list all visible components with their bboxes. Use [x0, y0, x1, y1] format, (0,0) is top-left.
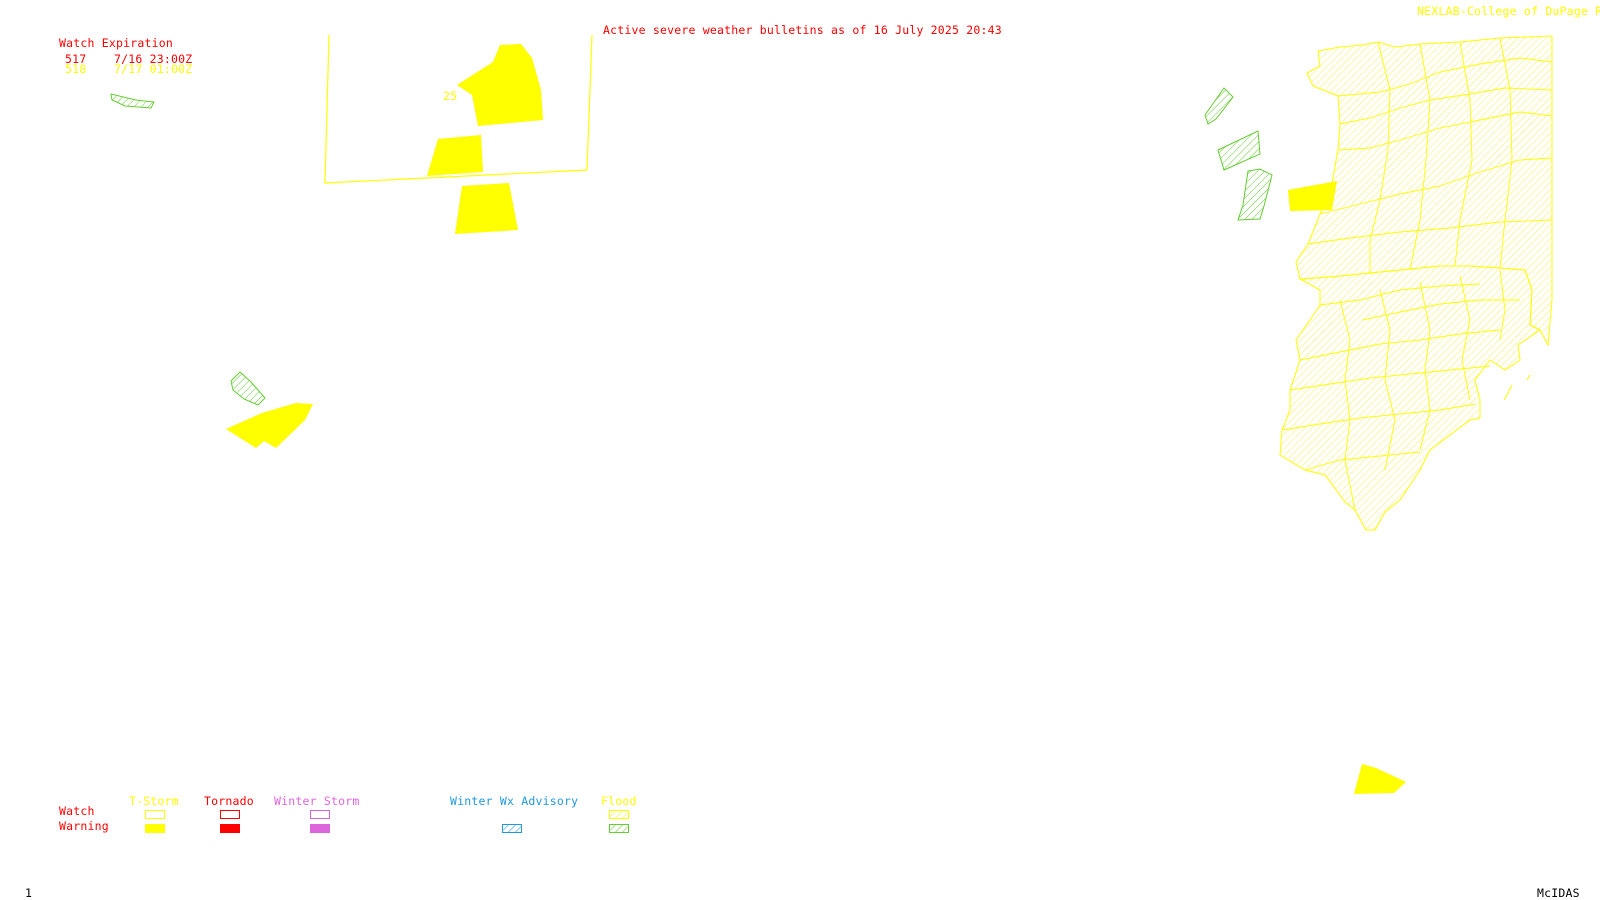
watch-number: 518	[65, 62, 87, 76]
tstorm-warning-polygon	[1354, 764, 1406, 794]
tstorm-warning-polygon	[226, 403, 313, 448]
tstorm-watch-box-outline	[324, 34, 593, 184]
credit-label: NEXLAB-College of DuPage R	[1417, 4, 1600, 18]
county-boundaries	[1281, 37, 1553, 511]
flood-watch-area	[1279, 35, 1553, 531]
watch-expiration-heading: Watch Expiration	[59, 36, 173, 50]
tstorm-warning-polygon	[455, 183, 518, 234]
flood-warning-polygon	[110, 93, 155, 109]
legend-tstorm-warning-swatch	[145, 824, 165, 833]
watch-expires: 7/16 23:00Z	[114, 52, 193, 66]
coastal-islands	[1503, 374, 1531, 401]
legend-winter-wx-advisory-swatch	[502, 824, 522, 833]
frame-number: 1	[25, 886, 33, 900]
legend-flood-watch-swatch	[609, 810, 629, 819]
tstorm-warning-polygon	[1288, 181, 1337, 211]
legend-winter-storm-warning-swatch	[310, 824, 330, 833]
legend-row-watch: Watch	[59, 804, 95, 818]
legend-tstorm-watch-swatch	[145, 810, 165, 819]
watch-box-label: 25	[443, 89, 458, 103]
legend-tornado-warning-swatch	[220, 824, 240, 833]
watch-number: 517	[65, 52, 87, 66]
legend-winter-storm-watch-swatch	[310, 810, 330, 819]
legend-row-warning: Warning	[59, 819, 109, 833]
flood-warning-polygon	[230, 371, 266, 406]
legend-tornado-watch-swatch	[220, 810, 240, 819]
watch-expires: 7/17 01:00Z	[114, 62, 193, 76]
flood-watch-region-south	[1279, 265, 1541, 531]
legend-tornado-label: Tornado	[204, 794, 254, 808]
tstorm-warning-polygon	[427, 135, 483, 176]
tstorm-warning-polygon	[457, 44, 543, 126]
bulletin-title: Active severe weather bulletins as of 16…	[603, 23, 1002, 37]
flood-warning-polygon	[1237, 168, 1273, 221]
legend-flood-warning-swatch	[609, 824, 629, 833]
legend-winter-wx-advisory-label: Winter Wx Advisory	[450, 794, 579, 808]
flood-warning-polygon	[1217, 130, 1261, 171]
flood-warning-polygon	[1204, 87, 1234, 125]
legend-winter-storm-label: Winter Storm	[274, 794, 360, 808]
legend-flood-label: Flood	[601, 794, 637, 808]
software-label: McIDAS	[1537, 886, 1580, 900]
legend-tstorm-label: T-Storm	[129, 794, 179, 808]
